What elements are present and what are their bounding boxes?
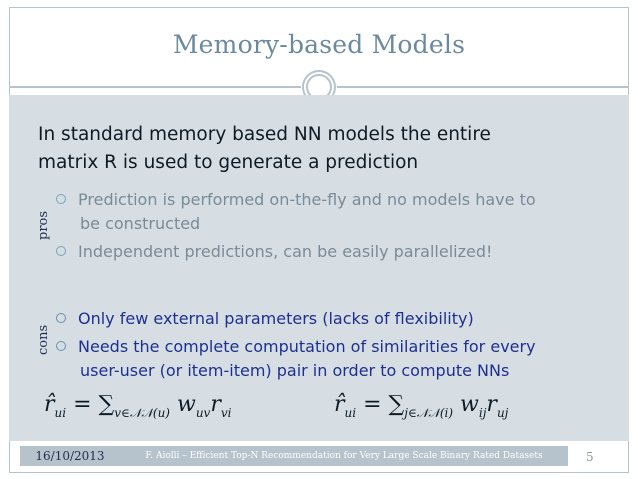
bullet-circle-icon bbox=[56, 341, 66, 351]
main-text-line-1: In standard memory based NN models the e… bbox=[38, 124, 491, 145]
main-text-line-2: matrix R is used to generate a predictio… bbox=[38, 152, 419, 173]
formula-right: r̂ui = ∑j∈𝒩𝒩(i) wijruj bbox=[334, 392, 509, 420]
pros-item-2-line1: Independent predictions, can be easily p… bbox=[78, 242, 493, 261]
pros-item-1-line1: Prediction is performed on-the-fly and n… bbox=[78, 190, 536, 209]
pros-label: pros bbox=[36, 210, 51, 240]
bullet-circle-icon bbox=[56, 313, 66, 323]
cons-item-1-line1: Only few external parameters (lacks of f… bbox=[78, 309, 474, 328]
bullet-circle-icon bbox=[56, 194, 66, 204]
cons-item-1: Only few external parameters (lacks of f… bbox=[56, 309, 474, 328]
content-panel bbox=[9, 95, 629, 441]
title-rule-left bbox=[9, 86, 301, 88]
bullet-circle-icon bbox=[56, 246, 66, 256]
cons-item-2: Needs the complete computation of simila… bbox=[56, 337, 536, 356]
cons-label: cons bbox=[36, 324, 51, 355]
cons-item-2-line2: user-user (or item-item) pair in order t… bbox=[80, 361, 510, 380]
pros-item-2: Independent predictions, can be easily p… bbox=[56, 242, 492, 261]
title-rule-right bbox=[337, 86, 629, 88]
cons-item-2-line1: Needs the complete computation of simila… bbox=[78, 337, 536, 356]
page-number: 5 bbox=[586, 450, 594, 464]
formula-left: r̂ui = ∑v∈𝒩𝒩(u) wuvrvi bbox=[44, 392, 232, 420]
footer-caption: F. Aiolli – Efficient Top-N Recommendati… bbox=[120, 446, 568, 466]
slide-title: Memory-based Models bbox=[172, 30, 466, 59]
pros-item-1: Prediction is performed on-the-fly and n… bbox=[56, 190, 536, 209]
footer-date: 16/10/2013 bbox=[20, 446, 120, 466]
pros-item-1-line2: be constructed bbox=[80, 214, 201, 233]
